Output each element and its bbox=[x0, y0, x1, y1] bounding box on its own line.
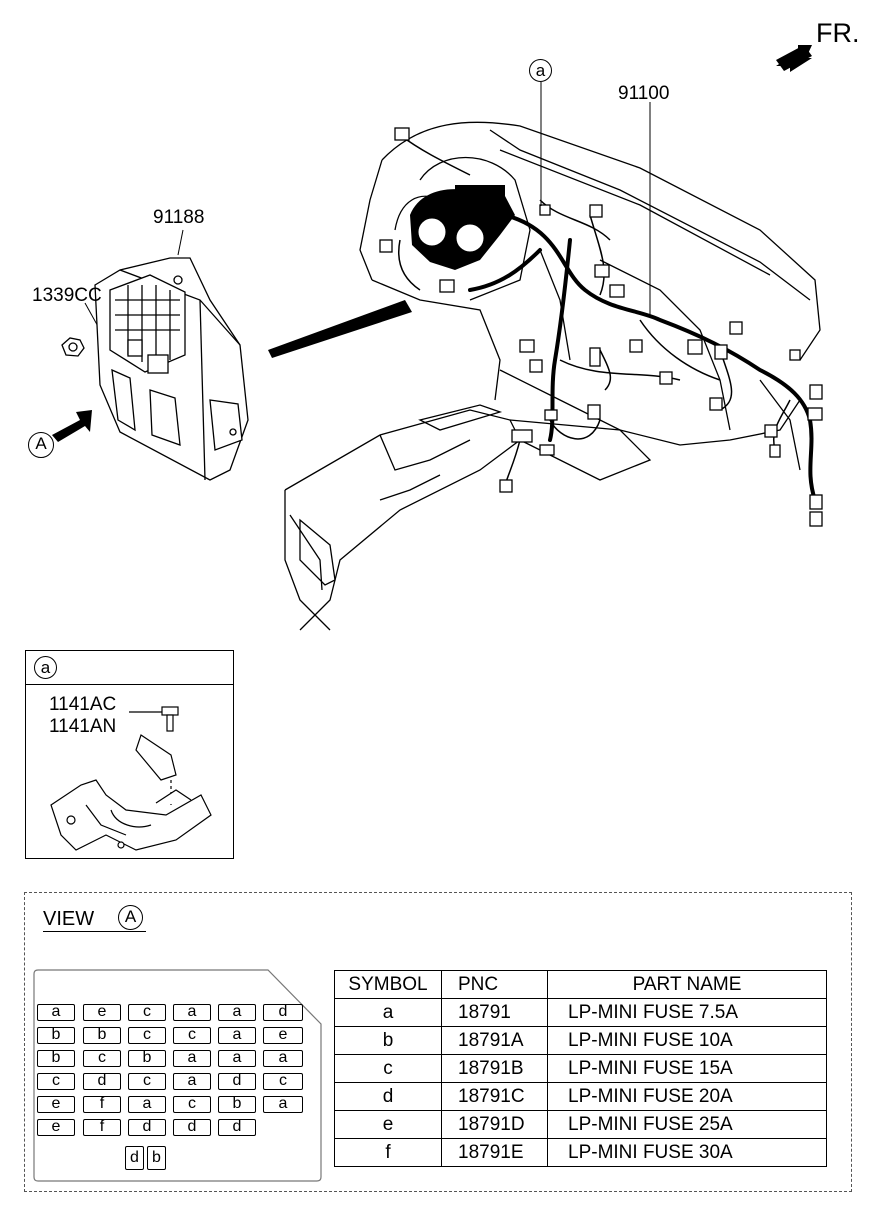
bolt-part-number-1: 1141AC bbox=[49, 694, 117, 715]
cell-part-name: LP-MINI FUSE 20A bbox=[547, 1082, 827, 1111]
fuse-slot: a bbox=[173, 1050, 211, 1067]
bolt-part-number-2: 1141AN bbox=[49, 716, 117, 737]
fuse-slot: c bbox=[128, 1027, 166, 1044]
fuse-slot: b bbox=[128, 1050, 166, 1067]
header-symbol: SYMBOL bbox=[334, 970, 442, 999]
fuse-slot: d bbox=[218, 1119, 256, 1136]
dashboard-outline bbox=[359, 121, 821, 471]
fuse-slot: f bbox=[83, 1096, 121, 1113]
fuse-slot: c bbox=[37, 1073, 75, 1090]
fuse-slot: d bbox=[263, 1004, 303, 1021]
cell-pnc: 18791D bbox=[441, 1110, 548, 1139]
cell-symbol: b bbox=[334, 1026, 442, 1055]
fuse-slot: a bbox=[173, 1073, 211, 1090]
header-pnc: PNC bbox=[441, 970, 548, 999]
fuse-slot: c bbox=[83, 1050, 121, 1067]
fuse-slot: e bbox=[37, 1119, 75, 1136]
instrument-cluster bbox=[410, 185, 515, 270]
fuse-slot: a bbox=[37, 1004, 75, 1021]
fuse-slot: e bbox=[83, 1004, 121, 1021]
cell-pnc: 18791A bbox=[441, 1026, 548, 1055]
harness-part-number: 91100 bbox=[618, 83, 670, 104]
table-header-row: SYMBOL PNC PART NAME bbox=[334, 970, 827, 999]
bracket-drawing bbox=[50, 706, 212, 851]
cell-pnc: 18791 bbox=[441, 998, 548, 1027]
view-a-marker: A bbox=[28, 432, 54, 458]
cell-symbol: c bbox=[334, 1054, 442, 1083]
cell-symbol: e bbox=[334, 1110, 442, 1139]
cell-part-name: LP-MINI FUSE 15A bbox=[547, 1054, 827, 1083]
harness-branches bbox=[398, 134, 791, 486]
nut-part-number: 1339CC bbox=[32, 285, 102, 306]
fuse-slot: a bbox=[128, 1096, 166, 1113]
header-part-name: PART NAME bbox=[547, 970, 827, 999]
fuse-slot: c bbox=[173, 1096, 211, 1113]
fuse-slot: c bbox=[263, 1073, 303, 1090]
cell-part-name: LP-MINI FUSE 10A bbox=[547, 1026, 827, 1055]
center-console bbox=[284, 404, 652, 631]
fuse-slot: d bbox=[128, 1119, 166, 1136]
connectors bbox=[379, 127, 823, 527]
fuse-slot: e bbox=[263, 1027, 303, 1044]
fuse-slot: a bbox=[173, 1004, 211, 1021]
location-pointer bbox=[268, 300, 412, 358]
fuse-slot: d bbox=[83, 1073, 121, 1090]
view-title-marker: A bbox=[118, 905, 143, 930]
fuse-slot: e bbox=[37, 1096, 75, 1113]
nut-drawing bbox=[61, 337, 85, 357]
junction-box-part-number: 91188 bbox=[153, 207, 205, 228]
fuse-slot: c bbox=[128, 1073, 166, 1090]
cell-pnc: 18791E bbox=[441, 1138, 548, 1167]
fuse-slot: b bbox=[218, 1096, 256, 1113]
fuse-slot: c bbox=[128, 1004, 166, 1021]
front-direction-label: FR. bbox=[816, 18, 860, 48]
cell-symbol: d bbox=[334, 1082, 442, 1111]
fuse-slot: a bbox=[218, 1004, 256, 1021]
cell-part-name: LP-MINI FUSE 7.5A bbox=[547, 998, 827, 1027]
cell-pnc: 18791B bbox=[441, 1054, 548, 1083]
fuse-slot: a bbox=[263, 1050, 303, 1067]
cell-pnc: 18791C bbox=[441, 1082, 548, 1111]
fuse-slot: a bbox=[218, 1050, 256, 1067]
fuse-slot: a bbox=[263, 1096, 303, 1113]
fuse-slot: d bbox=[173, 1119, 211, 1136]
cell-symbol: a bbox=[334, 998, 442, 1027]
detail-a-box: a 1141AC 1141AN bbox=[25, 650, 234, 859]
fuse-slot: b bbox=[37, 1050, 75, 1067]
detail-a-marker: a bbox=[34, 656, 57, 679]
fuse-slot: c bbox=[173, 1027, 211, 1044]
view-title-underline bbox=[43, 931, 146, 932]
fuse-slot: d bbox=[125, 1146, 144, 1170]
fuse-slot: f bbox=[83, 1119, 121, 1136]
fuse-slot: a bbox=[218, 1027, 256, 1044]
fuse-slot: d bbox=[218, 1073, 256, 1090]
fuse-slot: b bbox=[37, 1027, 75, 1044]
front-arrow-body bbox=[776, 45, 812, 71]
view-a-arrow bbox=[52, 410, 92, 442]
callout-a-circle: a bbox=[529, 59, 552, 82]
view-title: VIEW bbox=[43, 908, 95, 930]
fuse-slot: b bbox=[83, 1027, 121, 1044]
cell-symbol: f bbox=[334, 1138, 442, 1167]
fuse-panel-outline bbox=[33, 969, 322, 1182]
fuse-slot: b bbox=[147, 1146, 166, 1170]
junction-box-drawing bbox=[94, 257, 249, 481]
detail-a-header: a bbox=[26, 651, 233, 685]
cell-part-name: LP-MINI FUSE 30A bbox=[547, 1138, 827, 1167]
cell-part-name: LP-MINI FUSE 25A bbox=[547, 1110, 827, 1139]
main-wiring-harness bbox=[468, 213, 817, 502]
